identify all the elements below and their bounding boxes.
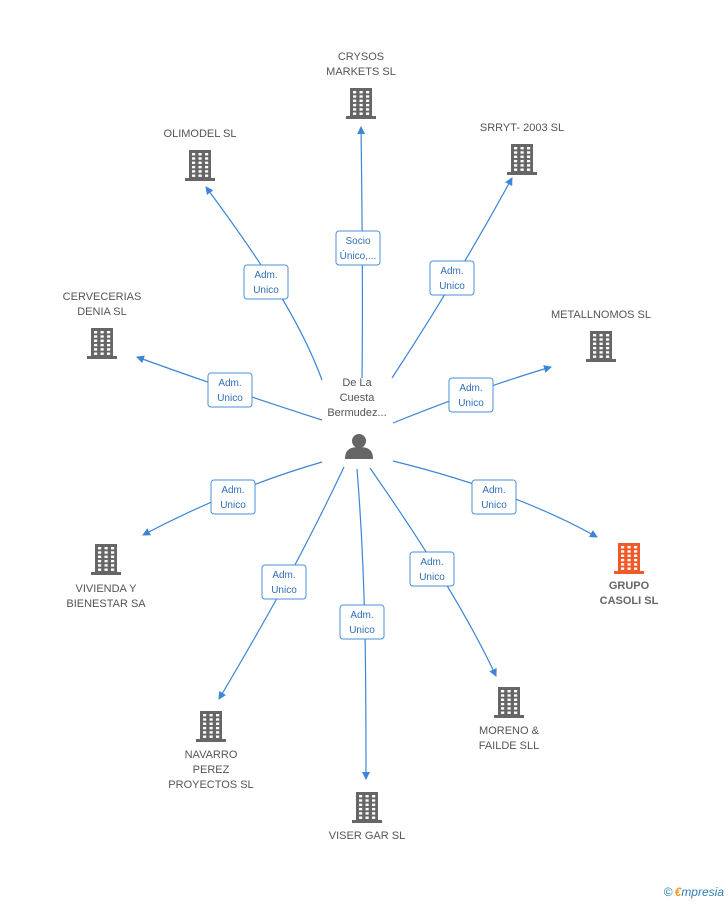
company-node-srryt[interactable]: SRRYT- 2003 SL: [480, 122, 564, 175]
role-text-line: Unico: [481, 500, 507, 511]
role-text-line: Unico: [419, 572, 445, 583]
building-icon: [507, 144, 537, 175]
role-label-viser[interactable]: Adm. Unico: [339, 604, 385, 640]
company-label-line: METALLNOMOS SL: [551, 309, 651, 321]
company-label-line: CASOLI SL: [600, 595, 659, 607]
company-label-line: BIENESTAR SA: [66, 598, 146, 610]
copyright-symbol: ©: [663, 885, 673, 899]
role-text-line: Adm.: [272, 570, 295, 581]
center-person[interactable]: De La Cuesta Bermudez...: [327, 377, 387, 459]
company-label-line: GRUPO: [609, 580, 650, 592]
role-text-line: Único,...: [340, 249, 377, 262]
role-label-moreno[interactable]: Adm. Unico: [409, 551, 455, 587]
building-icon: [352, 792, 382, 823]
role-text-line: Unico: [439, 281, 465, 292]
building-icon: [91, 544, 121, 575]
nodes-layer: CRYSOS MARKETS SL OLIMODEL SL SRRYT- 2003 S…: [63, 51, 659, 842]
center-name-line-1: De La: [342, 377, 372, 389]
role-text-line: Unico: [271, 585, 297, 596]
company-node-cervecerias[interactable]: CERVECERIAS DENIA SL: [63, 291, 142, 359]
brand-logo-rest: mpresia: [681, 885, 724, 899]
company-label-line: SRRYT- 2003 SL: [480, 122, 564, 134]
role-text-line: Adm.: [350, 610, 373, 621]
role-text-line: Adm.: [420, 557, 443, 568]
company-node-viser[interactable]: VISER GAR SL: [329, 792, 405, 842]
company-label-line: FAILDE SLL: [479, 740, 540, 752]
company-label-line: VISER GAR SL: [329, 830, 405, 842]
building-icon: [185, 150, 215, 181]
company-label-line: MARKETS SL: [326, 66, 396, 78]
role-label-navarro[interactable]: Adm. Unico: [261, 564, 307, 600]
role-text-line: Socio: [345, 236, 370, 247]
role-label-vivienda[interactable]: Adm. Unico: [210, 479, 256, 515]
company-label-line: MORENO &: [479, 725, 540, 737]
center-name-line-2: Cuesta: [340, 392, 376, 404]
building-icon: [87, 328, 117, 359]
role-text-line: Adm.: [482, 485, 505, 496]
role-label-olimodel[interactable]: Adm. Unico: [243, 264, 289, 300]
company-label-line: PROYECTOS SL: [168, 779, 253, 791]
person-icon: [345, 434, 373, 459]
roles-layer: SocioÚnico,...Adm.UnicoAdm.UnicoAdm.Unic…: [207, 230, 517, 640]
building-icon: [586, 331, 616, 362]
company-label-line: VIVIENDA Y: [76, 583, 138, 595]
company-label-line: CRYSOS: [338, 51, 384, 63]
role-label-crysos[interactable]: SocioÚnico,...: [335, 230, 381, 266]
empresia-watermark[interactable]: ©€mpresia: [664, 885, 724, 899]
center-name-line-3: Bermudez...: [327, 407, 386, 419]
company-node-moreno[interactable]: MORENO & FAILDE SLL: [479, 687, 540, 752]
brand-logo-first-letter: €: [674, 885, 682, 899]
company-node-crysos[interactable]: CRYSOS MARKETS SL: [326, 51, 396, 119]
role-text-line: Unico: [349, 625, 375, 636]
role-text-line: Adm.: [221, 485, 244, 496]
company-node-grupo[interactable]: GRUPO CASOLI SL: [600, 543, 659, 607]
company-node-vivienda[interactable]: VIVIENDA Y BIENESTAR SA: [66, 544, 146, 610]
role-label-metallnomos[interactable]: Adm. Unico: [448, 377, 494, 413]
role-text-line: Unico: [217, 393, 243, 404]
role-label-srryt[interactable]: Adm. Unico: [429, 260, 475, 296]
role-text-line: Adm.: [459, 383, 482, 394]
role-text-line: Unico: [220, 500, 246, 511]
company-node-olimodel[interactable]: OLIMODEL SL: [164, 128, 237, 181]
role-text-line: Adm.: [218, 378, 241, 389]
role-text-line: Unico: [458, 398, 484, 409]
role-text-line: Adm.: [440, 266, 463, 277]
role-text-line: Adm.: [254, 270, 277, 281]
company-label-line: NAVARRO: [185, 749, 238, 761]
building-icon: [346, 88, 376, 119]
role-text-line: Unico: [253, 285, 279, 296]
building-icon: [196, 711, 226, 742]
company-label-line: DENIA SL: [77, 306, 127, 318]
company-label-line: OLIMODEL SL: [164, 128, 237, 140]
role-label-cervecerias[interactable]: Adm. Unico: [207, 372, 253, 408]
role-label-grupo[interactable]: Adm. Unico: [471, 479, 517, 515]
building-icon: [614, 543, 644, 574]
company-label-line: PEREZ: [193, 764, 230, 776]
building-icon: [494, 687, 524, 718]
company-node-metallnomos[interactable]: METALLNOMOS SL: [551, 309, 651, 362]
company-label-line: CERVECERIAS: [63, 291, 142, 303]
company-node-navarro[interactable]: NAVARRO PEREZ PROYECTOS SL: [168, 711, 254, 791]
